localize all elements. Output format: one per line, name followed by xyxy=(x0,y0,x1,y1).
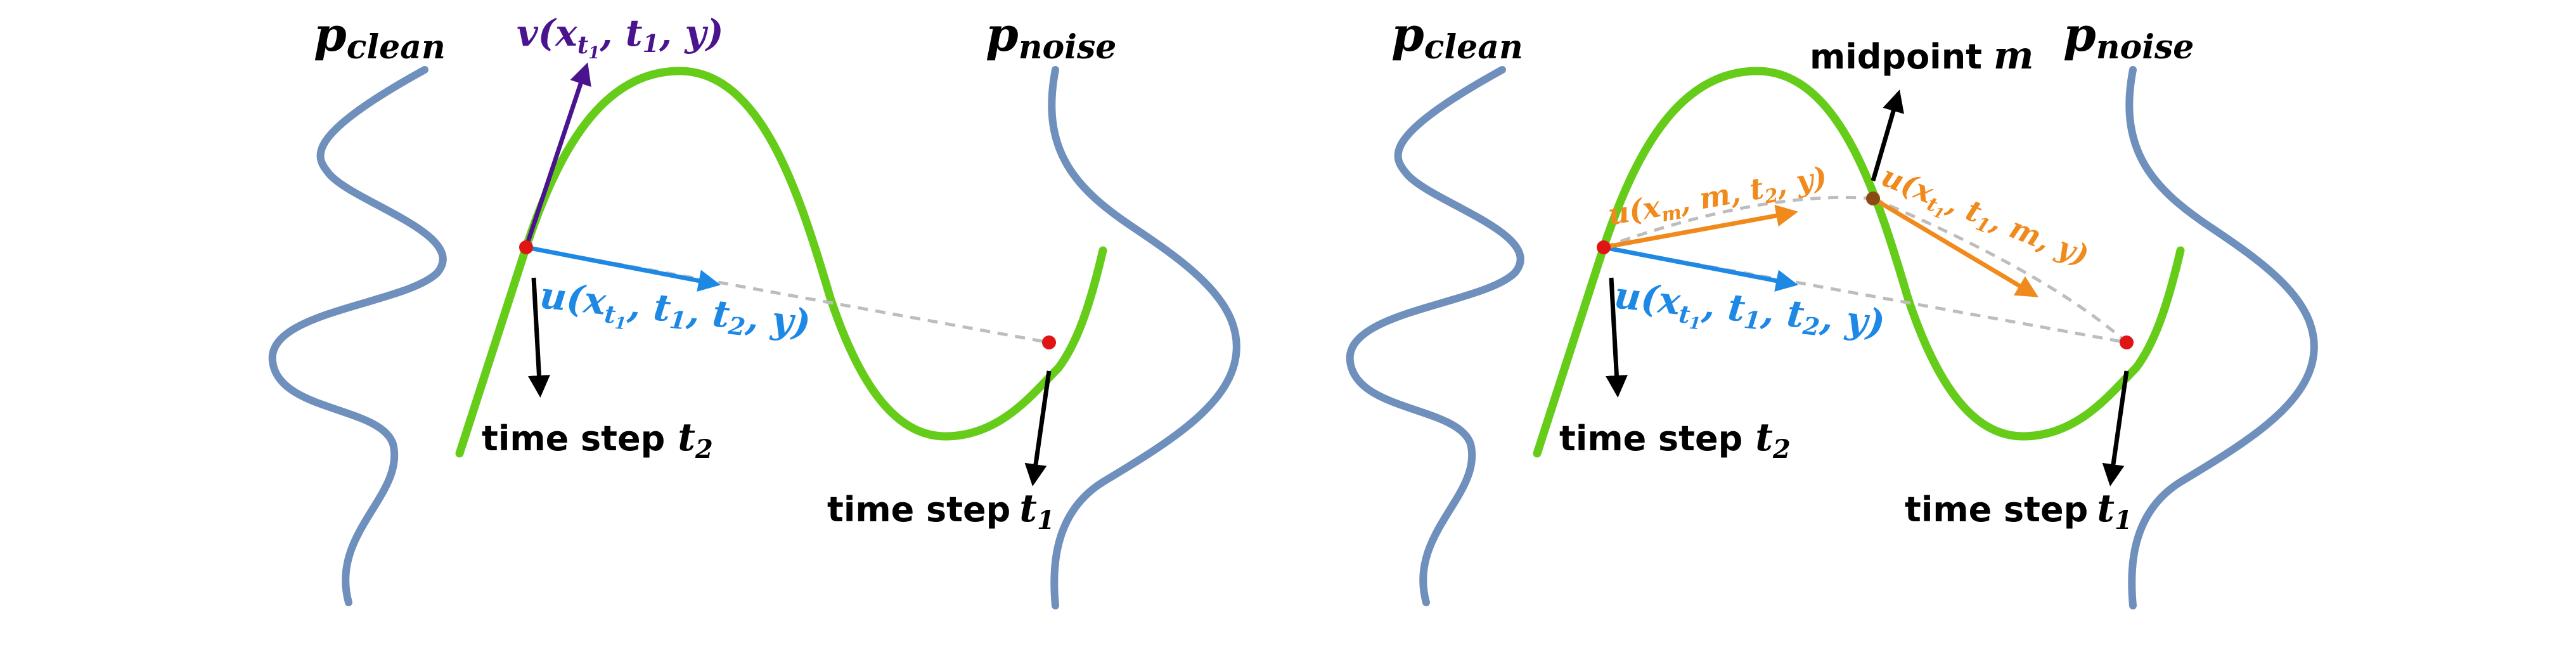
right-mid-u-arrow xyxy=(1603,204,1798,250)
left-t1-text: time step xyxy=(827,490,1010,530)
right-dashed-mid-path-a xyxy=(1603,195,1874,249)
right-midpoint-text: midpoint xyxy=(1810,37,1982,77)
left-u-pre: u(x xyxy=(538,273,609,323)
left-t2-var: t xyxy=(678,415,695,460)
right-u-post: , y) xyxy=(1818,295,1887,344)
right-t2-label: time step t2 xyxy=(1559,415,1791,464)
right-t2-text: time step xyxy=(1559,419,1742,459)
right-u-a-sub: 1 xyxy=(1742,305,1762,335)
right-p-noise-sub: noise xyxy=(2096,28,2194,67)
left-u-arrow xyxy=(525,245,721,292)
right-dashed-mid-path-b xyxy=(1872,197,2128,344)
left-v-mid-sub: 1 xyxy=(643,29,659,58)
right-clean-distribution-curve xyxy=(1346,66,1524,606)
left-v-arrow xyxy=(524,62,591,249)
left-u-b: , t xyxy=(685,289,732,337)
left-clean-distribution-curve xyxy=(268,66,447,606)
right-u-mid-label: u(xm, m, t2, y) xyxy=(1606,160,1831,236)
left-p-noise-main: p xyxy=(986,8,1019,62)
left-p-clean-sub: clean xyxy=(347,28,446,67)
left-u-a: , t xyxy=(626,283,673,330)
right-u-mid-pre: u(x xyxy=(1606,189,1663,232)
left-t1-var: t xyxy=(1019,486,1037,531)
left-p-noise-sub: noise xyxy=(1019,28,1117,67)
right-u-b: , t xyxy=(1759,289,1806,337)
left-p-clean-label: pclean xyxy=(314,8,446,67)
right-midpoint-arrow xyxy=(1871,89,1904,181)
left-v-label: v(xt1, t1, y) xyxy=(517,11,724,63)
left-v-pre: v(x xyxy=(517,11,578,55)
left-t2-var-sub: 2 xyxy=(695,434,713,464)
left-p-clean-main: p xyxy=(314,8,347,62)
left-u-b-sub: 2 xyxy=(726,311,747,341)
right-t1-arrow xyxy=(2102,370,2129,486)
right-mid-point xyxy=(1866,192,1880,205)
left-panel: pclean pnoise v(xt1, t1, y) u(xt1, t1, t… xyxy=(268,8,1240,609)
right-u-sub: t xyxy=(1677,299,1692,329)
right-midpoint-label: midpoint m xyxy=(1810,34,2033,78)
right-p-clean-sub: clean xyxy=(1424,28,1523,67)
left-t2-arrow xyxy=(527,277,550,398)
left-t2-label: time step t2 xyxy=(482,415,713,464)
right-t1-var-sub: 1 xyxy=(2115,505,2132,535)
left-t2-text: time step xyxy=(482,419,665,459)
left-v-mid: , t xyxy=(599,11,642,55)
right-t1-var: t xyxy=(2097,486,2115,531)
right-noise-distribution-curve xyxy=(2125,66,2318,609)
right-u-pre: u(x xyxy=(1613,273,1684,323)
right-u-mid-sub: m xyxy=(1659,201,1683,226)
left-v-post: , y) xyxy=(659,11,724,55)
right-p-clean-main: p xyxy=(1391,8,1424,62)
right-t2-var-sub: 2 xyxy=(1772,434,1791,464)
left-t1-arrow xyxy=(1024,370,1052,486)
right-u-mid-post: , m, t xyxy=(1676,171,1766,220)
right-u-b-sub: 2 xyxy=(1801,311,1821,341)
right-end-point xyxy=(2120,335,2134,349)
right-u-arrow xyxy=(1603,245,1798,292)
right-u-a: , t xyxy=(1700,283,1748,330)
left-u-a-sub: 1 xyxy=(668,305,688,335)
right-u-end-end: , m, y) xyxy=(1985,202,2094,273)
left-trajectory-curve xyxy=(455,67,1107,458)
right-trajectory-curve xyxy=(1533,67,2185,458)
left-u-sub: t xyxy=(603,299,617,329)
right-t2-arrow xyxy=(1605,277,1628,398)
right-t1-text: time step xyxy=(1905,490,2088,530)
left-u-post: , y) xyxy=(744,295,813,344)
right-start-point xyxy=(1597,240,1611,254)
right-u-label: u(xt1, t1, t2, y) xyxy=(1611,273,1887,353)
right-t2-var: t xyxy=(1755,415,1773,460)
left-v-subsub: 1 xyxy=(588,44,600,63)
left-start-point xyxy=(519,240,533,254)
right-midpoint-var: m xyxy=(1993,34,2034,78)
right-end-u-arrow xyxy=(1872,196,2039,297)
left-p-noise-label: pnoise xyxy=(986,8,1116,67)
left-noise-distribution-curve xyxy=(1048,66,1240,609)
left-t1-var-sub: 1 xyxy=(1037,505,1055,535)
left-v-sub: t xyxy=(577,30,589,59)
right-u-subsub: 1 xyxy=(1688,314,1701,334)
right-p-noise-label: pnoise xyxy=(2063,8,2194,67)
left-u-label: u(xt1, t1, t2, y) xyxy=(537,273,813,353)
right-p-clean-label: pclean xyxy=(1391,8,1523,67)
right-p-noise-main: p xyxy=(2063,8,2096,62)
right-u-mid-end: , y) xyxy=(1773,160,1830,202)
left-end-point xyxy=(1042,335,1056,349)
left-u-subsub: 1 xyxy=(614,314,627,334)
